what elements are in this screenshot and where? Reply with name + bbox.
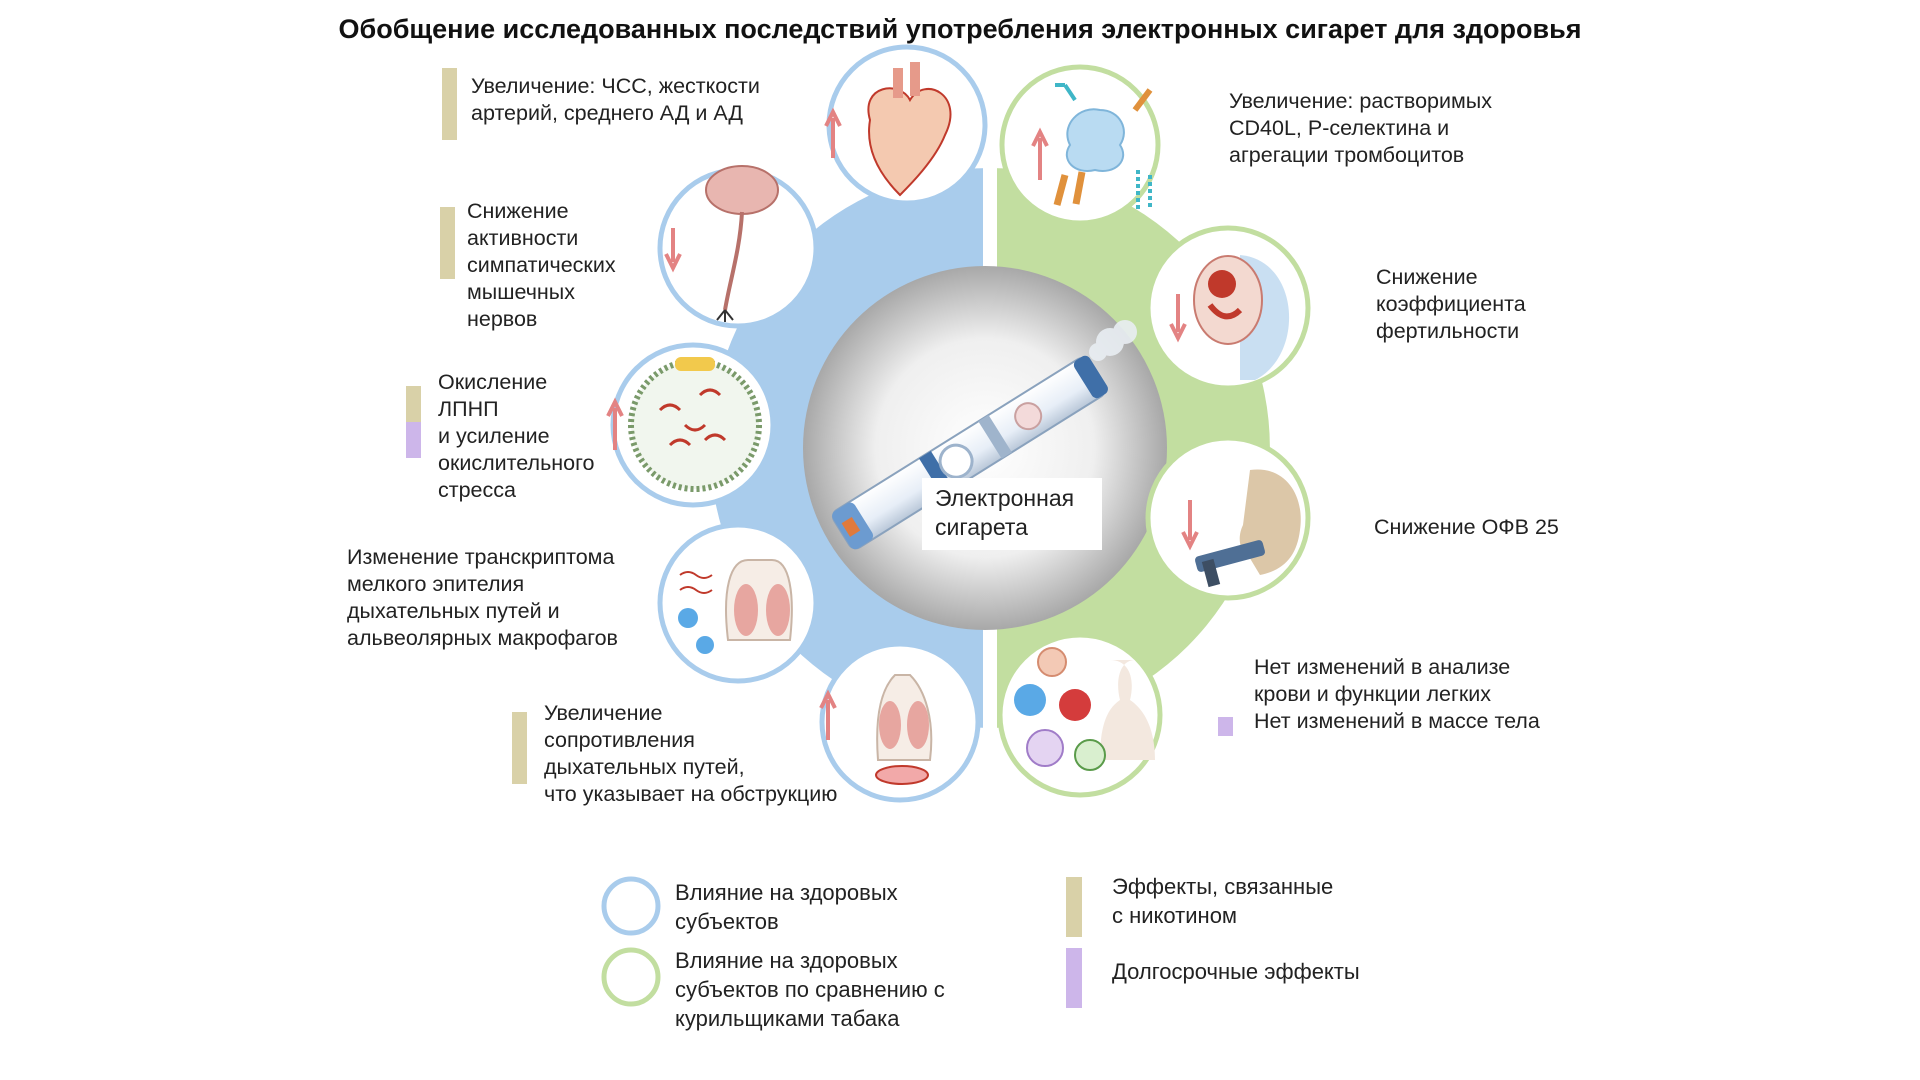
legend-long-term-label: Долгосрочные эффекты [1112,959,1360,984]
long-term-marker [1218,717,1233,736]
effect-label-transcriptome: Изменение транскриптома мелкого эпителия… [347,545,618,650]
effect-label-heart: Увеличение: ЧСС, жесткости артерий, сред… [471,74,760,125]
down-arrow-icon [1181,500,1199,551]
up-arrow-icon [606,397,624,450]
legend-long-term-marker [1066,948,1082,1008]
airway-resistance-effect-circle [819,641,981,803]
legend-nicotine-marker [1066,877,1082,937]
transcriptome-effect-circle [657,522,819,684]
blood-cells-icon [1037,647,1067,677]
legend-green-label: Влияние на здоровых субъектов по сравнен… [675,948,945,1031]
down-arrow-icon [664,228,682,273]
up-arrow-icon [819,689,837,740]
nicotine-marker [512,712,527,784]
nicotine-marker [406,386,421,422]
effect-label-blood: Нет изменений в анализе крови и функции … [1254,655,1540,733]
ldl-effect-circle [606,342,776,508]
fev-effect-circle [1145,435,1311,601]
effect-label-sympathetic: Снижение активности симпатических мышечн… [467,199,616,331]
effect-label-fertility: Снижение коэффициента фертильности [1376,265,1526,343]
platelet-icon [1065,108,1125,172]
brain-nerve-icon [705,165,779,215]
e-cigarette-icon [831,355,1108,550]
lipoprotein-icon [628,358,762,492]
legend-blue-label: Влияние на здоровых субъектов [675,880,898,934]
center-label-box [922,478,1102,550]
up-arrow-icon [1031,127,1049,180]
legend-nicotine-label: Эффекты, связанные с никотином [1112,874,1334,928]
platelet-effect-circle [999,64,1161,226]
page-title: Обобщение исследованных последствий упот… [338,14,1582,44]
fetus-icon [1193,255,1263,345]
heart-effect-circle [824,44,988,206]
center-label: Электронная сигарета [935,485,1075,540]
effect-label-fev: Снижение ОФВ 25 [1374,515,1559,539]
blood-effect-circle [997,632,1163,798]
long-term-marker [406,422,421,458]
down-arrow-icon [1169,294,1187,343]
nicotine-marker [442,68,457,140]
nicotine-marker [440,207,455,279]
vapor-icon [1089,320,1137,361]
effect-label-platelets: Увеличение: растворимых CD40L, Р-селекти… [1229,89,1492,167]
effect-label-ldl: Окисление ЛПНП и усиление окислительного… [438,370,595,502]
effect-label-airway-resistance: Увеличение сопротивления дыхательных пут… [544,701,838,806]
fertility-effect-circle [1145,225,1311,391]
up-arrow-icon [824,107,842,158]
brain-effect-circle [657,165,819,329]
